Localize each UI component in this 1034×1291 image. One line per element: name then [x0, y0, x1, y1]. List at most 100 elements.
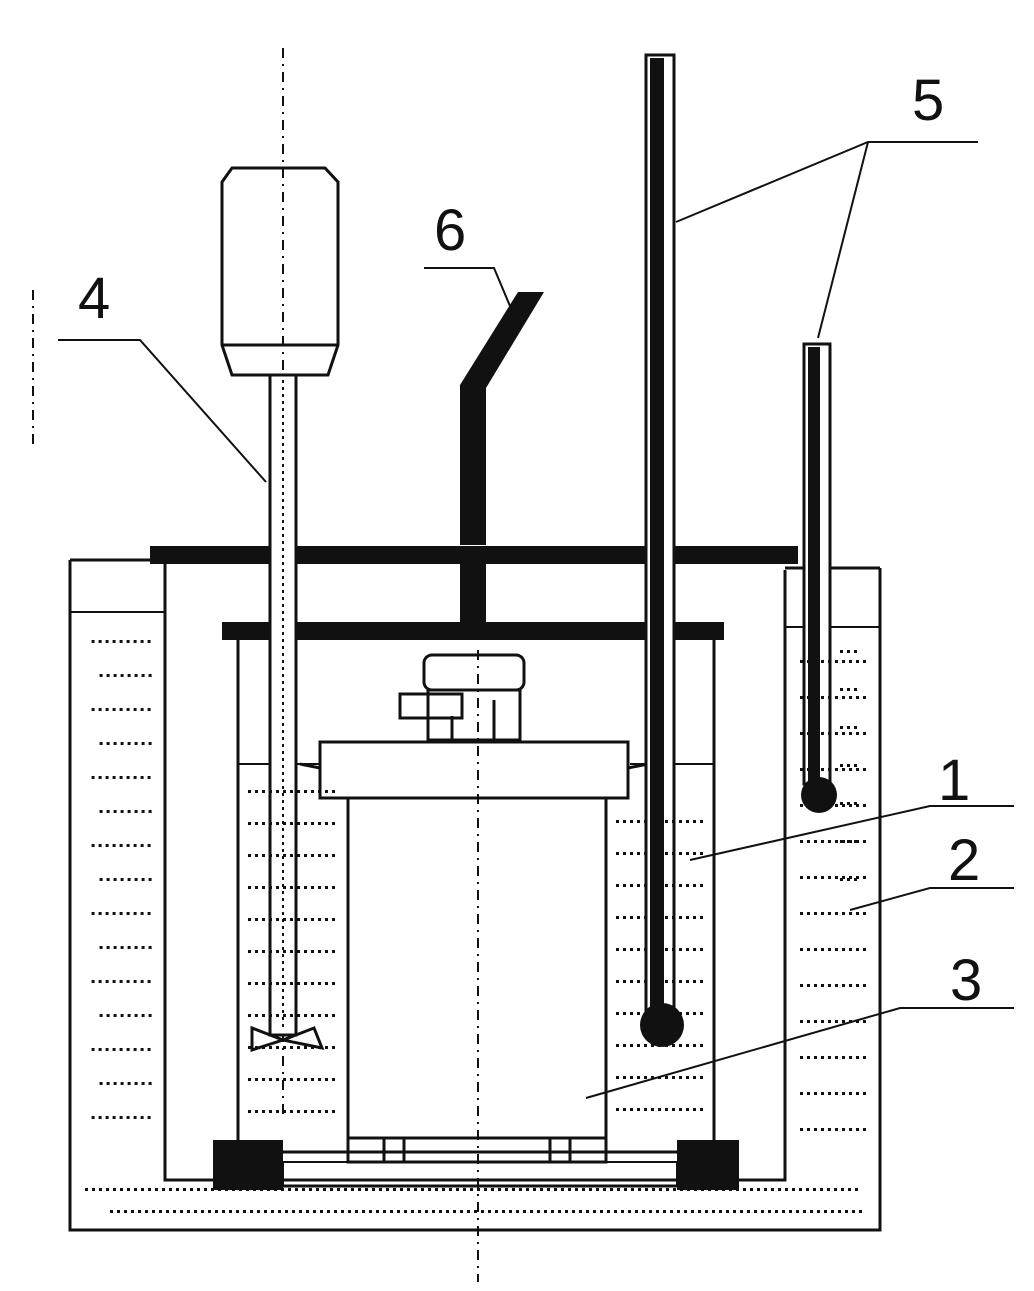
liquid-dot — [665, 916, 668, 919]
liquid-dot — [127, 674, 131, 677]
liquid-dot — [119, 776, 123, 779]
liquid-dot — [470, 1188, 473, 1191]
center-lines — [32, 48, 479, 1282]
liquid-dot — [537, 1210, 540, 1213]
liquid-dot — [141, 1014, 145, 1017]
liquid-dot — [616, 884, 619, 887]
liquid-dot — [821, 948, 824, 951]
liquid-dot — [290, 1110, 293, 1113]
liquid-dot — [98, 980, 102, 983]
liquid-dot — [99, 946, 103, 949]
liquid-dot — [126, 1048, 130, 1051]
liquid-dot — [297, 822, 300, 825]
liquid-dot — [637, 820, 640, 823]
liquid-dot — [285, 1210, 288, 1213]
liquid-dot — [332, 982, 335, 985]
liquid-dot — [800, 660, 803, 663]
liquid-dot — [821, 732, 824, 735]
liquid-dot — [840, 878, 843, 881]
liquid-dot — [863, 732, 866, 735]
liquid-dot — [687, 1188, 690, 1191]
liquid-dot — [369, 1210, 372, 1213]
liquid-dot — [255, 1110, 258, 1113]
liquid-dot — [127, 946, 131, 949]
liquid-dot — [297, 886, 300, 889]
liquid-dot — [112, 776, 116, 779]
liquid-dot — [304, 886, 307, 889]
liquid-dot — [134, 742, 138, 745]
liquid-dot — [269, 950, 272, 953]
liquid-dot — [257, 1210, 260, 1213]
liquid-dot — [297, 950, 300, 953]
liquid-dot — [318, 1078, 321, 1081]
liquid-dot — [800, 804, 803, 807]
liquid-dot — [318, 1046, 321, 1049]
thermometer-outer — [801, 342, 837, 813]
liquid-dot — [262, 822, 265, 825]
liquid-dot — [693, 1012, 696, 1015]
liquid-dot — [800, 876, 803, 879]
liquid-dot — [558, 1210, 561, 1213]
liquid-dot — [105, 1116, 109, 1119]
liquid-dot — [835, 660, 838, 663]
liquid-dot — [828, 1056, 831, 1059]
liquid-dot — [813, 1188, 816, 1191]
liquid-dot — [645, 1188, 648, 1191]
liquid-dot — [700, 948, 703, 951]
liquid-dot — [547, 1188, 550, 1191]
liquid-dot — [658, 852, 661, 855]
liquid-dot — [800, 984, 803, 987]
liquid-dot — [105, 1048, 109, 1051]
liquid-dot — [372, 1188, 375, 1191]
liquid-dot — [236, 1210, 239, 1213]
liquid-dot — [814, 912, 817, 915]
liquid-dot — [665, 1076, 668, 1079]
liquid-dot — [311, 1078, 314, 1081]
liquid-dot — [582, 1188, 585, 1191]
liquid-dot — [616, 916, 619, 919]
liquid-dot — [140, 912, 144, 915]
liquid-dot — [283, 950, 286, 953]
liquid-dot — [85, 1188, 88, 1191]
liquid-dot — [807, 732, 810, 735]
lids — [150, 546, 798, 640]
liquid-dot — [700, 852, 703, 855]
liquid-dot — [225, 1188, 228, 1191]
liquid-dot — [318, 790, 321, 793]
liquid-dot — [807, 912, 810, 915]
liquid-dot — [414, 1188, 417, 1191]
liquid-dot — [651, 948, 654, 951]
liquid-dot — [729, 1188, 732, 1191]
liquid-dot — [169, 1188, 172, 1191]
liquid-dot — [847, 802, 850, 805]
liquid-dot — [686, 916, 689, 919]
liquid-dot — [835, 840, 838, 843]
liquid-dot — [828, 984, 831, 987]
liquid-dot — [847, 650, 850, 653]
liquid-dot — [828, 1092, 831, 1095]
liquid-dot — [119, 640, 123, 643]
liquid-dot — [106, 1014, 110, 1017]
liquid-dot — [572, 1210, 575, 1213]
liquid-dot — [112, 1048, 116, 1051]
liquid-dot — [432, 1210, 435, 1213]
liquid-dot — [743, 1188, 746, 1191]
liquid-dot — [126, 776, 130, 779]
liquid-dot — [140, 1116, 144, 1119]
liquid-dot — [376, 1210, 379, 1213]
liquid-dot — [180, 1210, 183, 1213]
liquid-dot — [297, 1110, 300, 1113]
left-support-block — [213, 1140, 283, 1190]
liquid-dot — [276, 1014, 279, 1017]
liquid-dot — [807, 660, 810, 663]
liquid-dot — [91, 708, 95, 711]
liquid-dot — [283, 790, 286, 793]
liquid-dot — [276, 918, 279, 921]
liquid-dot — [603, 1188, 606, 1191]
liquid-dot — [141, 742, 145, 745]
liquid-dot — [814, 1056, 817, 1059]
liquid-dot — [854, 726, 857, 729]
liquid-dot — [849, 1092, 852, 1095]
liquid-dot — [672, 1012, 675, 1015]
liquid-dot — [127, 1014, 131, 1017]
